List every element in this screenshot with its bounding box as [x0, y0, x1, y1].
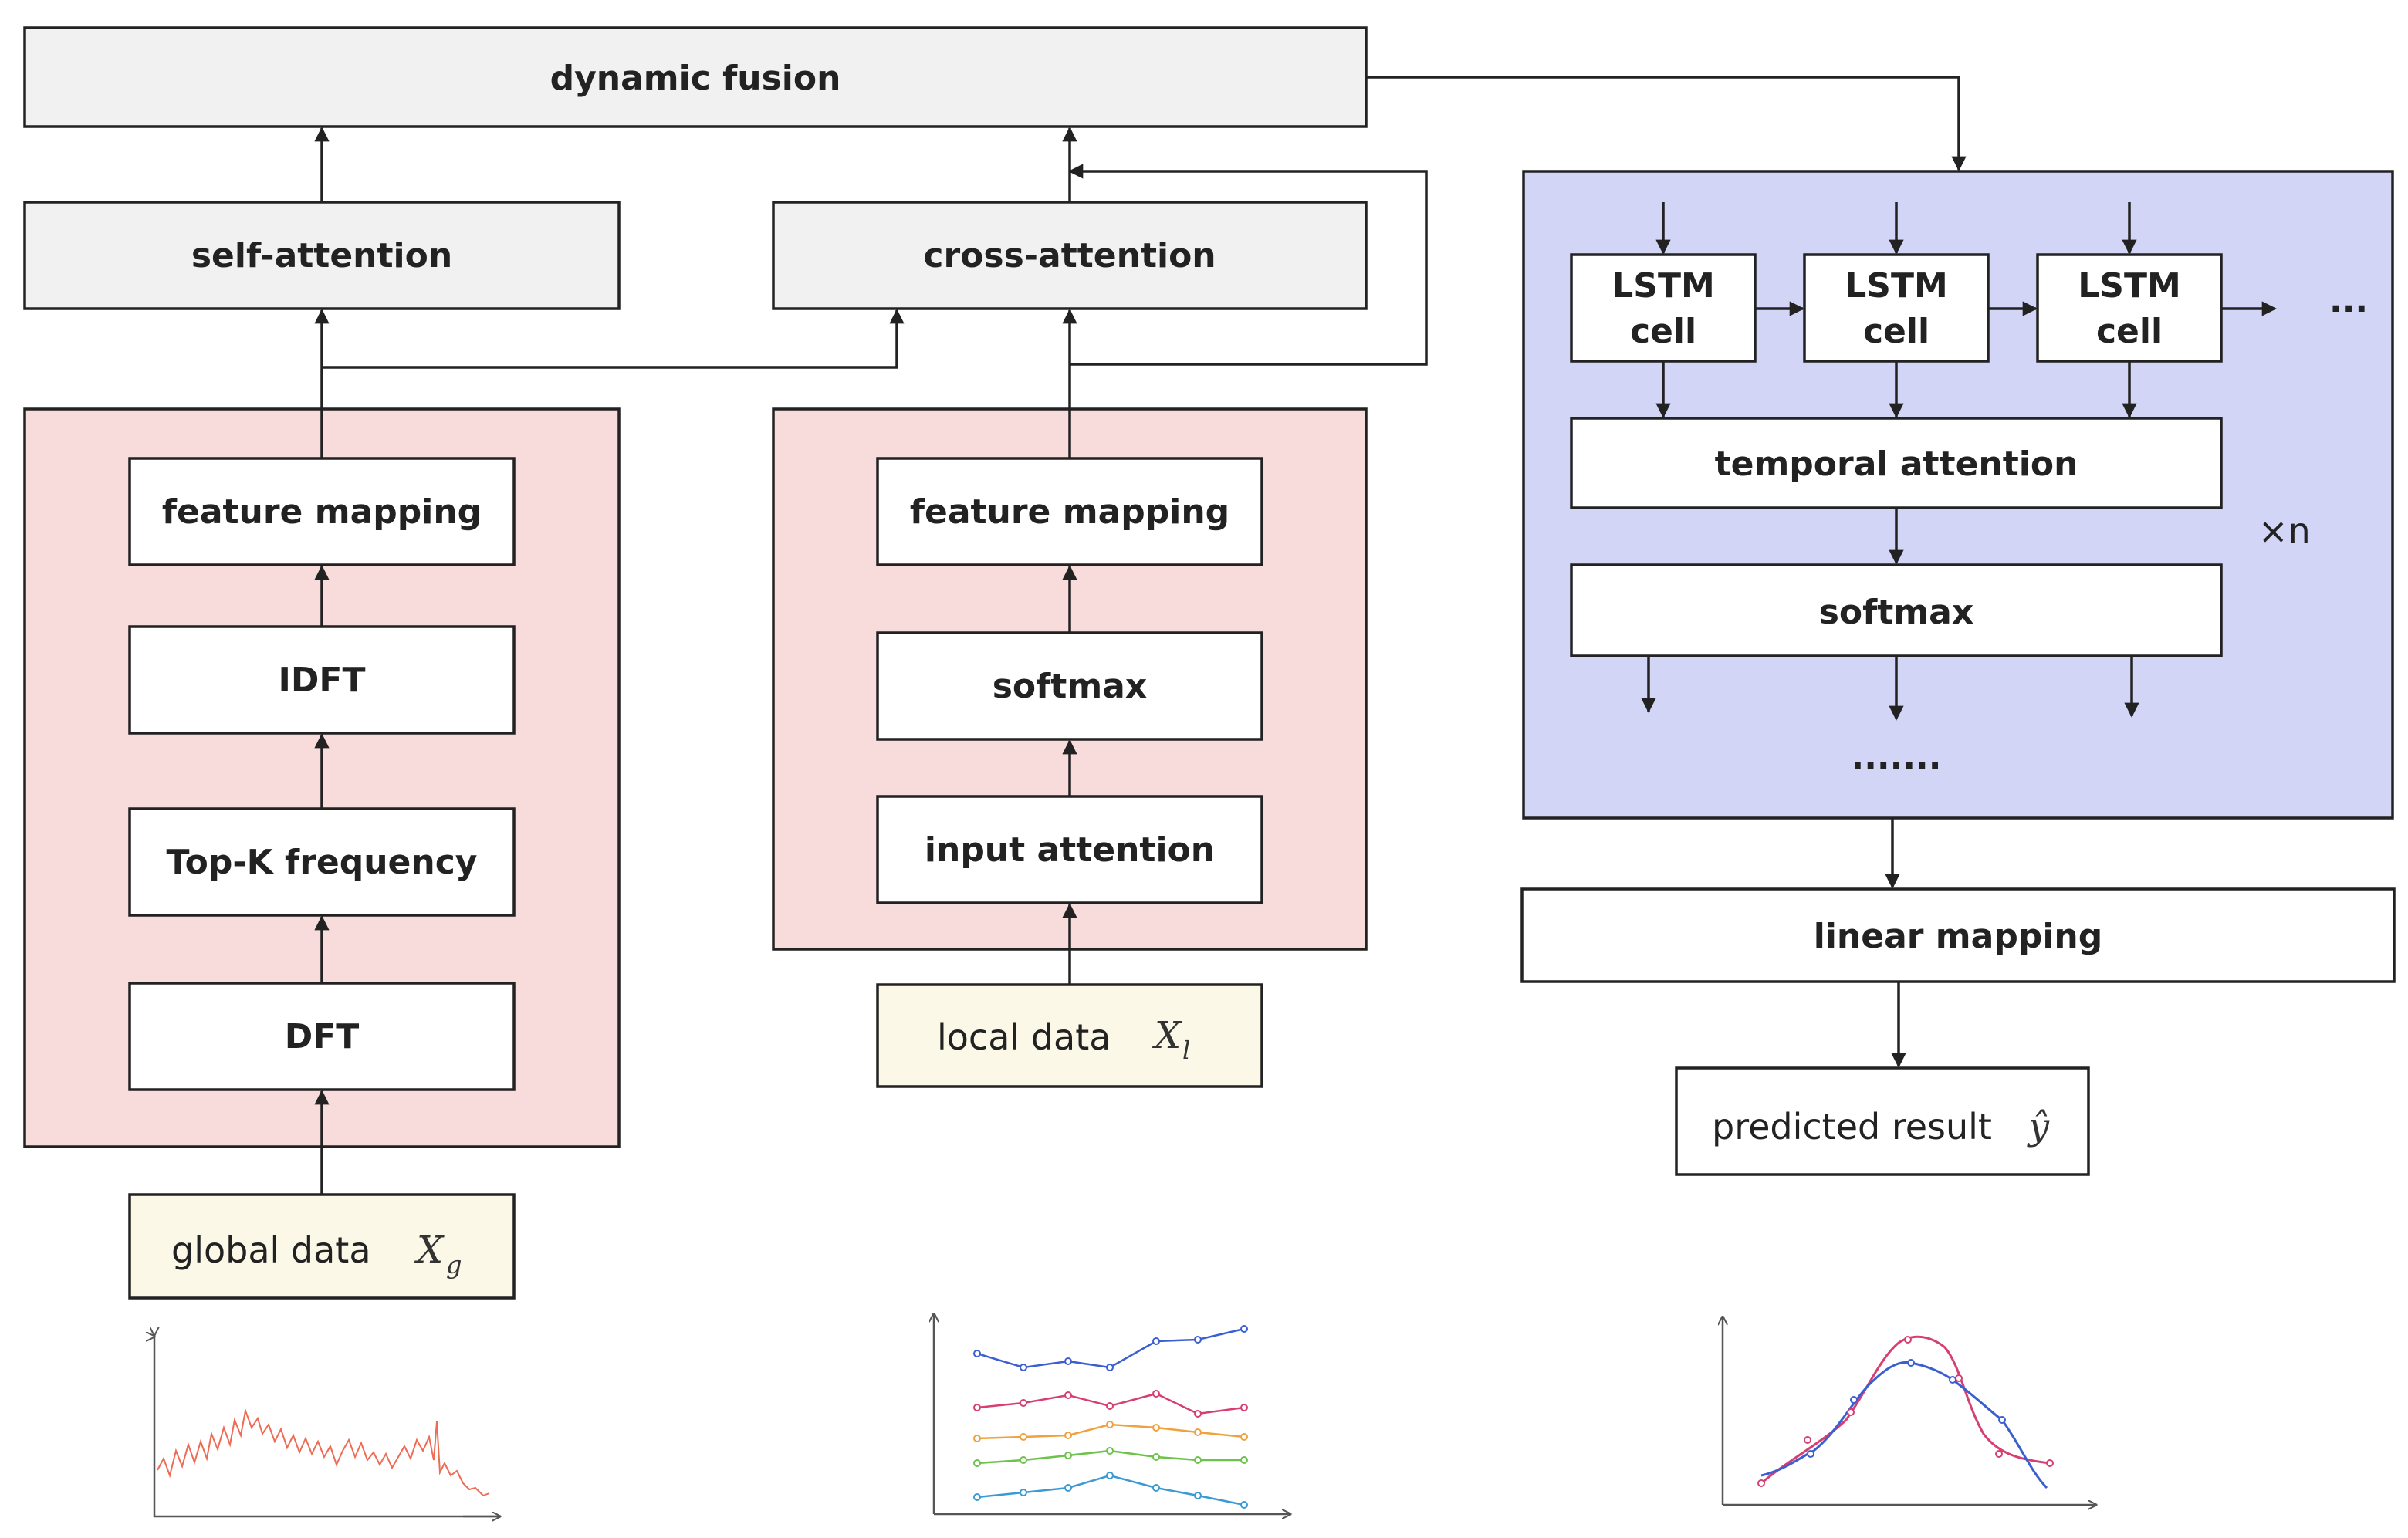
svg-text:dynamic fusion: dynamic fusion [550, 59, 841, 98]
svg-text:temporal attention: temporal attention [1715, 444, 2078, 484]
global-feature-mapping-box: feature mapping [128, 457, 516, 566]
result-series-blue [1760, 1361, 2048, 1489]
global-branch-arrows [314, 127, 905, 1195]
svg-text:cell: cell [2096, 312, 2163, 351]
input-attention-box: input attention [876, 795, 1263, 904]
idft-box: IDFT [128, 625, 516, 735]
cross-attention-box: cross-attention [772, 201, 1368, 310]
local-branch-arrows [1062, 127, 1428, 985]
svg-text:DFT: DFT [285, 1017, 360, 1056]
svg-text:cross-attention: cross-attention [923, 236, 1216, 275]
lstm-cell-3: LSTM cell [2036, 253, 2223, 363]
self-attention-box: self-attention [23, 201, 621, 310]
global-series-thumbnail [154, 1335, 500, 1516]
svg-text:Top-K frequency: Top-K frequency [166, 843, 477, 882]
svg-text:feature mapping: feature mapping [910, 492, 1229, 532]
result-series-pink [1760, 1335, 2051, 1485]
svg-text:softmax: softmax [1819, 593, 1974, 632]
lstm-cell-1: LSTM cell [1570, 253, 1757, 363]
repeat-label: ×n [2258, 510, 2311, 552]
svg-text:linear mapping: linear mapping [1814, 917, 2102, 956]
predicted-result-box: predicted result ŷ [1675, 1066, 2090, 1176]
local-data-input-box: local data X l [876, 983, 1263, 1088]
dynamic-fusion-box: dynamic fusion [23, 26, 1368, 128]
svg-text:cell: cell [1863, 312, 1929, 351]
svg-text:g: g [446, 1250, 462, 1279]
local-series-thumbnail [934, 1313, 1290, 1514]
local-series-5 [976, 1474, 1245, 1506]
svg-text:ŷ: ŷ [2027, 1105, 2050, 1148]
topk-frequency-box: Top-K frequency [128, 807, 516, 917]
svg-text:self-attention: self-attention [191, 236, 452, 275]
svg-text:X: X [1152, 1014, 1182, 1057]
svg-text:feature mapping: feature mapping [162, 492, 482, 532]
svg-text:LSTM: LSTM [2078, 266, 2181, 306]
svg-text:LSTM: LSTM [1845, 266, 1948, 306]
svg-text:l: l [1182, 1036, 1190, 1065]
linear-mapping-box: linear mapping [1520, 887, 2396, 983]
svg-text:IDFT: IDFT [279, 661, 366, 700]
lstm-softmax-box: softmax [1570, 563, 2223, 657]
svg-text:cell: cell [1630, 312, 1696, 351]
result-series-thumbnail [1723, 1317, 2096, 1505]
dft-box: DFT [128, 982, 516, 1091]
global-series-line [157, 1408, 490, 1497]
lstm-cell-2: LSTM cell [1803, 253, 1990, 363]
svg-text:LSTM: LSTM [1612, 266, 1715, 306]
temporal-attention-box: temporal attention [1570, 417, 2223, 509]
local-feature-mapping-box: feature mapping [876, 457, 1263, 566]
svg-text:local data: local data [937, 1016, 1111, 1058]
svg-text:predicted result: predicted result [1712, 1106, 1992, 1148]
local-series-1 [976, 1327, 1245, 1369]
svg-text:softmax: softmax [993, 667, 1148, 706]
local-softmax-box: softmax [876, 631, 1263, 741]
layer-dots: ....... [1851, 738, 1941, 777]
lstm-block-arrows [1641, 202, 2277, 721]
lstm-continuation-dots: ... [2329, 281, 2368, 320]
svg-text:X: X [414, 1229, 445, 1272]
svg-text:global data: global data [171, 1229, 371, 1271]
svg-text:input attention: input attention [925, 830, 1215, 870]
fusion-to-lstm-arrow [1366, 76, 1967, 171]
global-data-input-box: global data X g [128, 1193, 516, 1300]
